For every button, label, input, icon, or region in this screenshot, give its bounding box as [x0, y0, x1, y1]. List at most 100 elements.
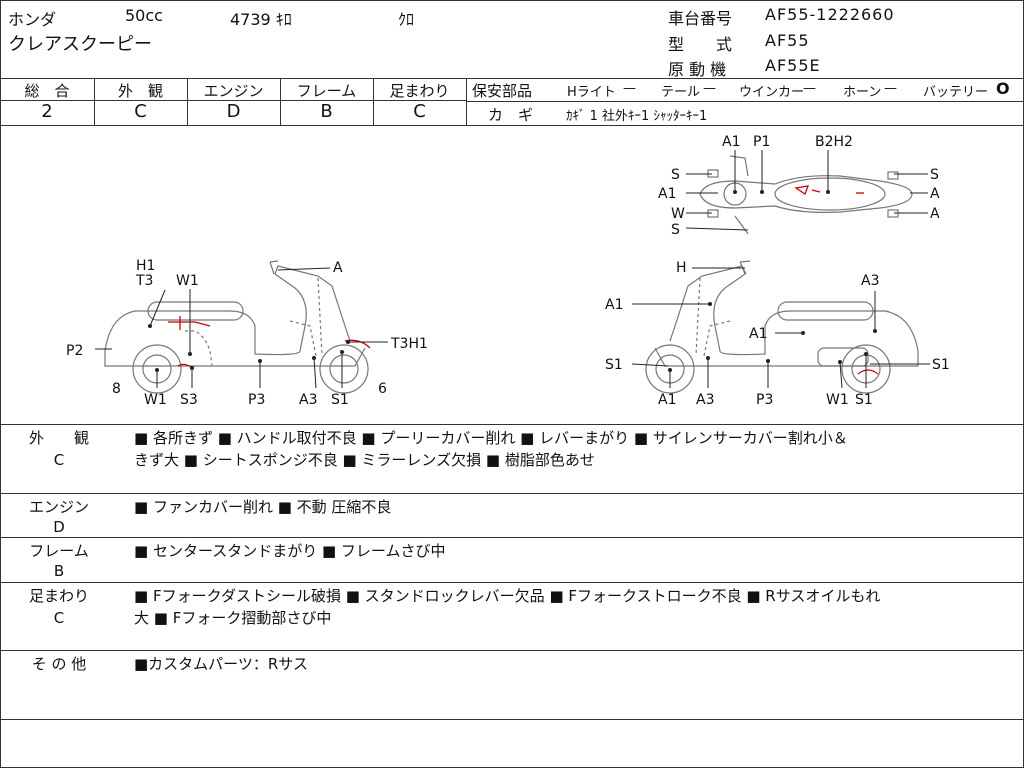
grade-header-engine: エンジン	[203, 82, 264, 100]
remark-line-exterior-1: ■ 各所きず ■ ハンドル取付不良 ■ プーリーカバー削れ ■ レバーまがり ■…	[134, 429, 848, 447]
maker: ホンダ	[8, 10, 57, 29]
remark-grade-suspension: C	[53, 609, 65, 627]
parts-headlight-value: —	[623, 81, 636, 96]
divider	[94, 78, 95, 125]
parts-horn-value: —	[884, 81, 897, 96]
engine-label: 原 動 機	[668, 60, 727, 79]
label-right-S1a: S1	[605, 357, 623, 373]
type-label: 型 式	[668, 35, 733, 54]
remark-line-frame-1: ■ センタースタンドまがり ■ フレームさび中	[134, 542, 446, 560]
remark-label-frame: フレーム	[29, 542, 89, 560]
mileage: 4739 ｷﾛ	[230, 10, 292, 29]
divider	[0, 537, 1024, 538]
divider	[187, 78, 188, 125]
divider	[0, 424, 1024, 425]
label-top-W-left: W	[671, 206, 685, 222]
grade-header-exterior: 外 観	[117, 82, 163, 100]
remark-label-other: そ の 他	[31, 655, 87, 673]
divider	[373, 78, 374, 125]
divider	[466, 101, 1024, 102]
frame-no-label: 車台番号	[668, 9, 733, 28]
label-top-B2H2: B2H2	[815, 134, 853, 150]
parts-headlight: Hライト	[567, 85, 616, 100]
label-left-A: A	[333, 260, 343, 276]
label-left-H1: H1	[136, 258, 155, 274]
label-top-P1: P1	[753, 134, 770, 150]
grade-total: 2	[41, 101, 53, 122]
model-name: クレアスクーピー	[8, 34, 152, 55]
label-top-A1-left: A1	[658, 186, 676, 202]
parts-horn: ホーン	[843, 85, 882, 100]
displacement: 50cc	[125, 6, 163, 25]
label-left-P2: P2	[66, 343, 83, 359]
remark-label-suspension: 足まわり	[28, 587, 89, 605]
parts-winker-value: —	[803, 81, 816, 96]
parts-tail: テール	[661, 85, 701, 100]
label-right-A3: A3	[861, 273, 879, 289]
left-scooter-outline	[104, 260, 369, 394]
divider	[0, 650, 1024, 651]
grade-header-frame: フレーム	[296, 82, 357, 100]
keys-label: カ ギ	[488, 106, 534, 124]
label-left-8: 8	[112, 381, 121, 397]
label-left-S1: S1	[331, 392, 349, 408]
remark-line-suspension-2: 大 ■ Fフォーク摺動部さび中	[134, 609, 332, 627]
parts-battery-value: O	[996, 79, 1010, 98]
label-right-A1b: A1	[749, 326, 767, 342]
divider	[0, 100, 466, 101]
remark-line-engine-1: ■ ファンカバー削れ ■ 不動 圧縮不良	[134, 498, 392, 516]
right-scooter-outline	[645, 260, 919, 394]
label-left-P3: P3	[248, 392, 265, 408]
label-right-S1c: S1	[855, 392, 873, 408]
label-top-A-right1: A	[930, 186, 940, 202]
label-top-S-left: S	[671, 167, 680, 183]
parts-tail-value: —	[703, 81, 716, 96]
grade-engine: D	[226, 101, 241, 122]
remark-line-other-1: ■カスタムパーツ：Rサス	[134, 655, 308, 673]
label-right-W1: W1	[826, 392, 849, 408]
keys-value: ｶｷﾞ 1 社外ｷｰ1 ｼｬｯﾀｰｷｰ1	[566, 109, 708, 124]
label-left-6: 6	[378, 381, 387, 397]
remark-grade-exterior: C	[53, 451, 65, 469]
body-color: ｸﾛ	[398, 10, 415, 29]
engine-value: AF55E	[765, 56, 821, 75]
label-right-P3: P3	[756, 392, 773, 408]
divider	[0, 78, 1024, 79]
label-right-A1c: A1	[658, 392, 676, 408]
grade-header-total: 総 合	[24, 82, 70, 100]
damage-diagram: H1 T3 W1 A P2 T3H1 8 W1 S3 P3 A3 S1 6 A1…	[66, 134, 950, 408]
grade-exterior: C	[134, 101, 147, 122]
parts-winker: ウインカー	[739, 85, 805, 100]
label-left-T3H1: T3H1	[390, 336, 428, 352]
label-left-S3: S3	[180, 392, 198, 408]
remark-grade-engine: D	[53, 518, 65, 536]
label-left-W1b: W1	[144, 392, 167, 408]
label-right-A3b: A3	[696, 392, 714, 408]
label-right-A1a: A1	[605, 297, 623, 313]
type-value: AF55	[765, 31, 810, 50]
grade-frame: B	[320, 101, 333, 122]
label-left-T3: T3	[135, 273, 153, 289]
grade-header-suspension: 足まわり	[389, 82, 450, 100]
remark-label-engine: エンジン	[28, 498, 89, 516]
remark-line-suspension-1: ■ Fフォークダストシール破損 ■ スタンドロックレバー欠品 ■ Fフォークスト…	[134, 587, 881, 605]
label-right-S1b: S1	[932, 357, 950, 373]
frame-no: AF55-1222660	[765, 5, 895, 24]
remark-line-exterior-2: きず大 ■ シートスポンジ不良 ■ ミラーレンズ欠損 ■ 樹脂部色あせ	[134, 451, 595, 469]
remark-grade-frame: B	[53, 562, 65, 580]
divider	[0, 125, 1024, 126]
label-top-A-right2: A	[930, 206, 940, 222]
label-left-W1: W1	[176, 273, 199, 289]
remark-label-exterior: 外 観	[28, 429, 89, 447]
grade-suspension: C	[413, 101, 426, 122]
divider	[280, 78, 281, 125]
parts-battery: バッテリー	[923, 85, 989, 100]
parts-label: 保安部品	[472, 82, 533, 100]
label-top-S-right: S	[930, 167, 939, 183]
label-left-A3: A3	[299, 392, 317, 408]
divider	[0, 582, 1024, 583]
top-view-outline	[699, 155, 913, 235]
divider	[0, 719, 1024, 720]
label-top-A1: A1	[722, 134, 740, 150]
divider	[0, 493, 1024, 494]
